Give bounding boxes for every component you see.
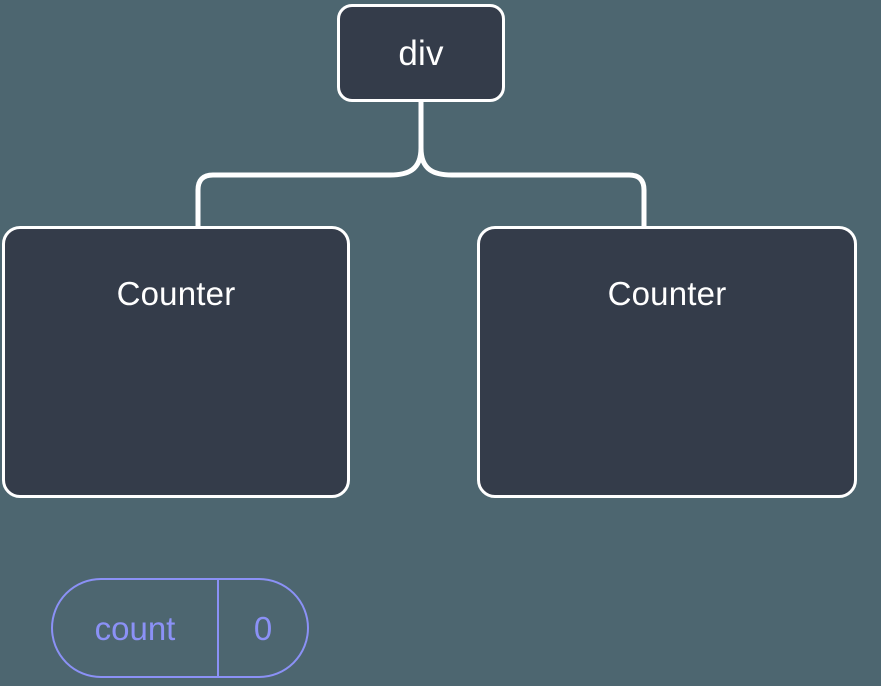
connector-to-left-counter — [195, 145, 424, 229]
node-counter-left-label: Counter — [116, 275, 236, 312]
node-div[interactable]: div — [337, 4, 505, 102]
state-pill-left[interactable]: count 0 — [51, 578, 309, 678]
node-counter-left[interactable]: Counter count 0 — [2, 226, 350, 678]
diagram-canvas: div Counter count 0 Counter count 1 — [2, 4, 857, 678]
node-div-label: div — [398, 33, 444, 73]
state-value-left: 0 — [253, 609, 273, 647]
node-counter-right-label: Counter — [607, 275, 727, 312]
node-counter-right[interactable]: Counter count 1 — [477, 226, 857, 498]
connector-to-right-counter — [418, 145, 647, 229]
state-key-left: count — [53, 580, 219, 676]
